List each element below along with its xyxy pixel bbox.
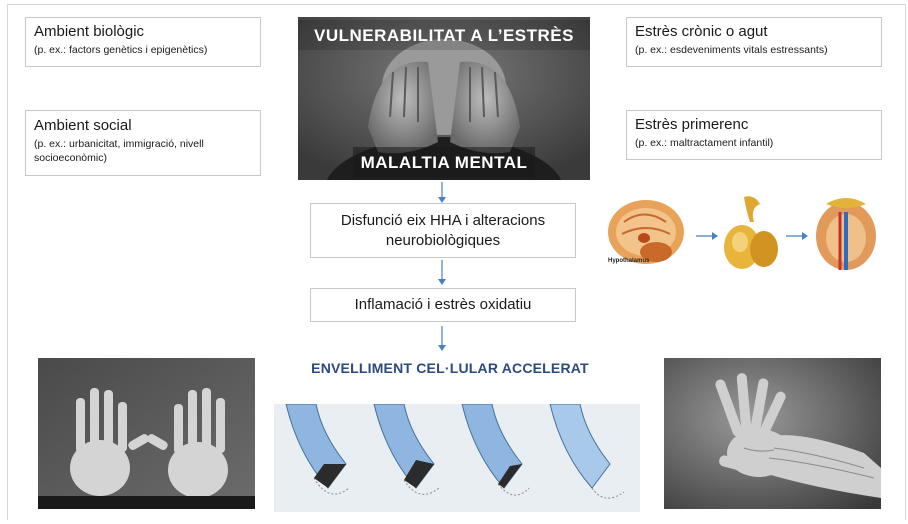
photo-top-label: VULNERABILITAT A L’ESTRÈS: [298, 26, 590, 46]
arrow-down-3: [437, 326, 447, 352]
stressed-person-photo: VULNERABILITAT A L’ESTRÈS MALALTIA MENTA…: [298, 17, 590, 180]
arrow-right-icon: [786, 232, 808, 240]
hypothalamus-label: Hypothalamus: [608, 258, 650, 264]
elderly-hand-photo: [664, 358, 881, 509]
box-estres-primerenc: Estrès primerenc (p. ex.: maltractament …: [626, 110, 882, 160]
child-hands-photo: [38, 358, 255, 509]
arrow-right-icon: [696, 232, 718, 240]
box-disfuncio-hha: Disfunció eix HHA i alteracions neurobio…: [310, 203, 576, 258]
brain-icon: Hypothalamus: [608, 200, 684, 264]
box-title: Estrès crònic o agut: [635, 23, 873, 41]
box-estres-cronic: Estrès crònic o agut (p. ex.: esdevenime…: [626, 17, 882, 67]
box-subtitle: (p. ex.: urbanicitat, immigració, nivell…: [34, 137, 252, 165]
box-subtitle: (p. ex.: maltractament infantil): [635, 136, 873, 150]
box-text: Inflamació i estrès oxidatiu: [355, 295, 532, 315]
box-title: Ambient social: [34, 117, 252, 135]
arrow-down-2: [437, 260, 447, 286]
pituitary-icon: [724, 196, 778, 269]
elderly-hand-image: [664, 358, 881, 509]
accelerated-aging-label: ENVELLIMENT CEL·LULAR ACCELERAT: [300, 360, 600, 376]
photo-bottom-label: MALALTIA MENTAL: [298, 153, 590, 173]
box-ambient-social: Ambient social (p. ex.: urbanicitat, imm…: [25, 110, 261, 176]
box-subtitle: (p. ex.: esdeveniments vitals estressant…: [635, 43, 873, 57]
box-title: Estrès primerenc: [635, 116, 873, 134]
hpa-axis-illustration: Hypothalamus: [604, 192, 894, 278]
box-inflamacio: Inflamació i estrès oxidatiu: [310, 288, 576, 322]
telomere-illustration: [274, 404, 640, 512]
box-title: Ambient biològic: [34, 23, 252, 41]
chromosome-telomeres-image: [274, 404, 640, 512]
arrow-down-1: [437, 182, 447, 204]
box-subtitle: (p. ex.: factors genètics i epigenètics): [34, 43, 252, 57]
box-ambient-biologic: Ambient biològic (p. ex.: factors genèti…: [25, 17, 261, 67]
kidney-adrenal-icon: [816, 198, 876, 270]
child-hands-image: [38, 358, 255, 509]
box-text: Disfunció eix HHA i alteracions neurobio…: [327, 211, 559, 251]
